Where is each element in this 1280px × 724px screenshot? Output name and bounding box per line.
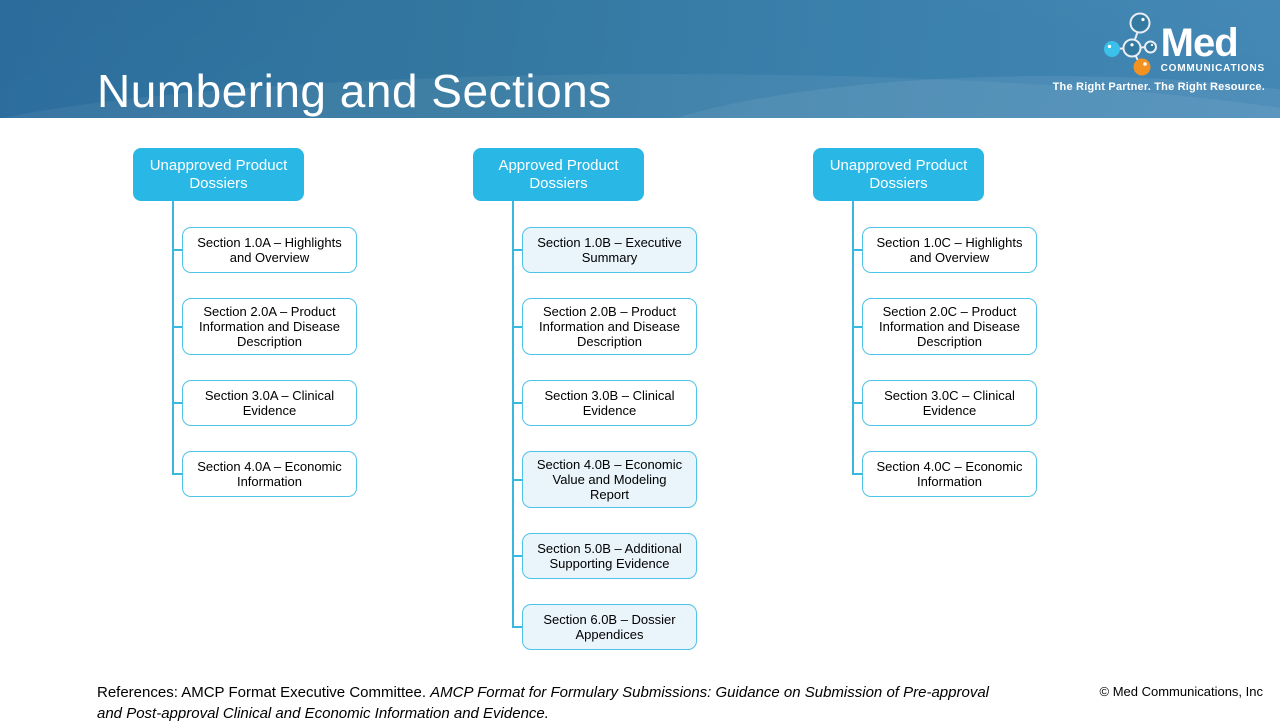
references-text: References: AMCP Format Executive Commit…	[97, 682, 1009, 724]
logo-brand-subtext: COMMUNICATIONS	[1160, 63, 1265, 74]
dossier-type-header-box: Unapproved Product Dossiers	[813, 148, 984, 201]
section-box: Section 3.0A – Clinical Evidence	[172, 380, 357, 426]
med-communications-logo: Med COMMUNICATIONS The Right Partner. Th…	[1053, 10, 1265, 93]
section-box: Section 4.0C – Economic Information	[852, 451, 1037, 497]
section-box: Section 3.0B – Clinical Evidence	[512, 380, 697, 426]
section-box: Section 6.0B – Dossier Appendices	[512, 604, 697, 650]
section-box: Section 1.0A – Highlights and Overview	[172, 227, 357, 273]
section-box: Section 2.0C – Product Information and D…	[852, 298, 1037, 355]
section-box: Section 5.0B – Additional Supporting Evi…	[512, 533, 697, 579]
section-box: Section 1.0B – Executive Summary	[512, 227, 697, 273]
logo-wordmark: Med COMMUNICATIONS	[1160, 21, 1265, 76]
section-box: Section 2.0B – Product Information and D…	[512, 298, 697, 355]
section-box: Section 2.0A – Product Information and D…	[172, 298, 357, 355]
header-band	[0, 0, 1280, 118]
references-citation-italic: AMCP Format for Formulary Submissions: G…	[97, 684, 989, 722]
molecule-icon	[1103, 12, 1157, 76]
dossier-type-header-box: Approved Product Dossiers	[473, 148, 644, 201]
copyright-text: © Med Communications, Inc	[1099, 684, 1263, 699]
logo-top: Med COMMUNICATIONS	[1101, 10, 1265, 76]
section-box: Section 3.0C – Clinical Evidence	[852, 380, 1037, 426]
logo-tagline: The Right Partner. The Right Resource.	[1052, 81, 1265, 93]
logo-brand-text: Med	[1160, 21, 1239, 65]
references-plain: References: AMCP Format Executive Commit…	[97, 684, 431, 701]
section-box: Section 4.0B – Economic Value and Modeli…	[512, 451, 697, 508]
dossier-type-header-box: Unapproved Product Dossiers	[133, 148, 304, 201]
section-box: Section 1.0C – Highlights and Overview	[852, 227, 1037, 273]
page-title: Numbering and Sections	[97, 64, 612, 117]
section-box: Section 4.0A – Economic Information	[172, 451, 357, 497]
